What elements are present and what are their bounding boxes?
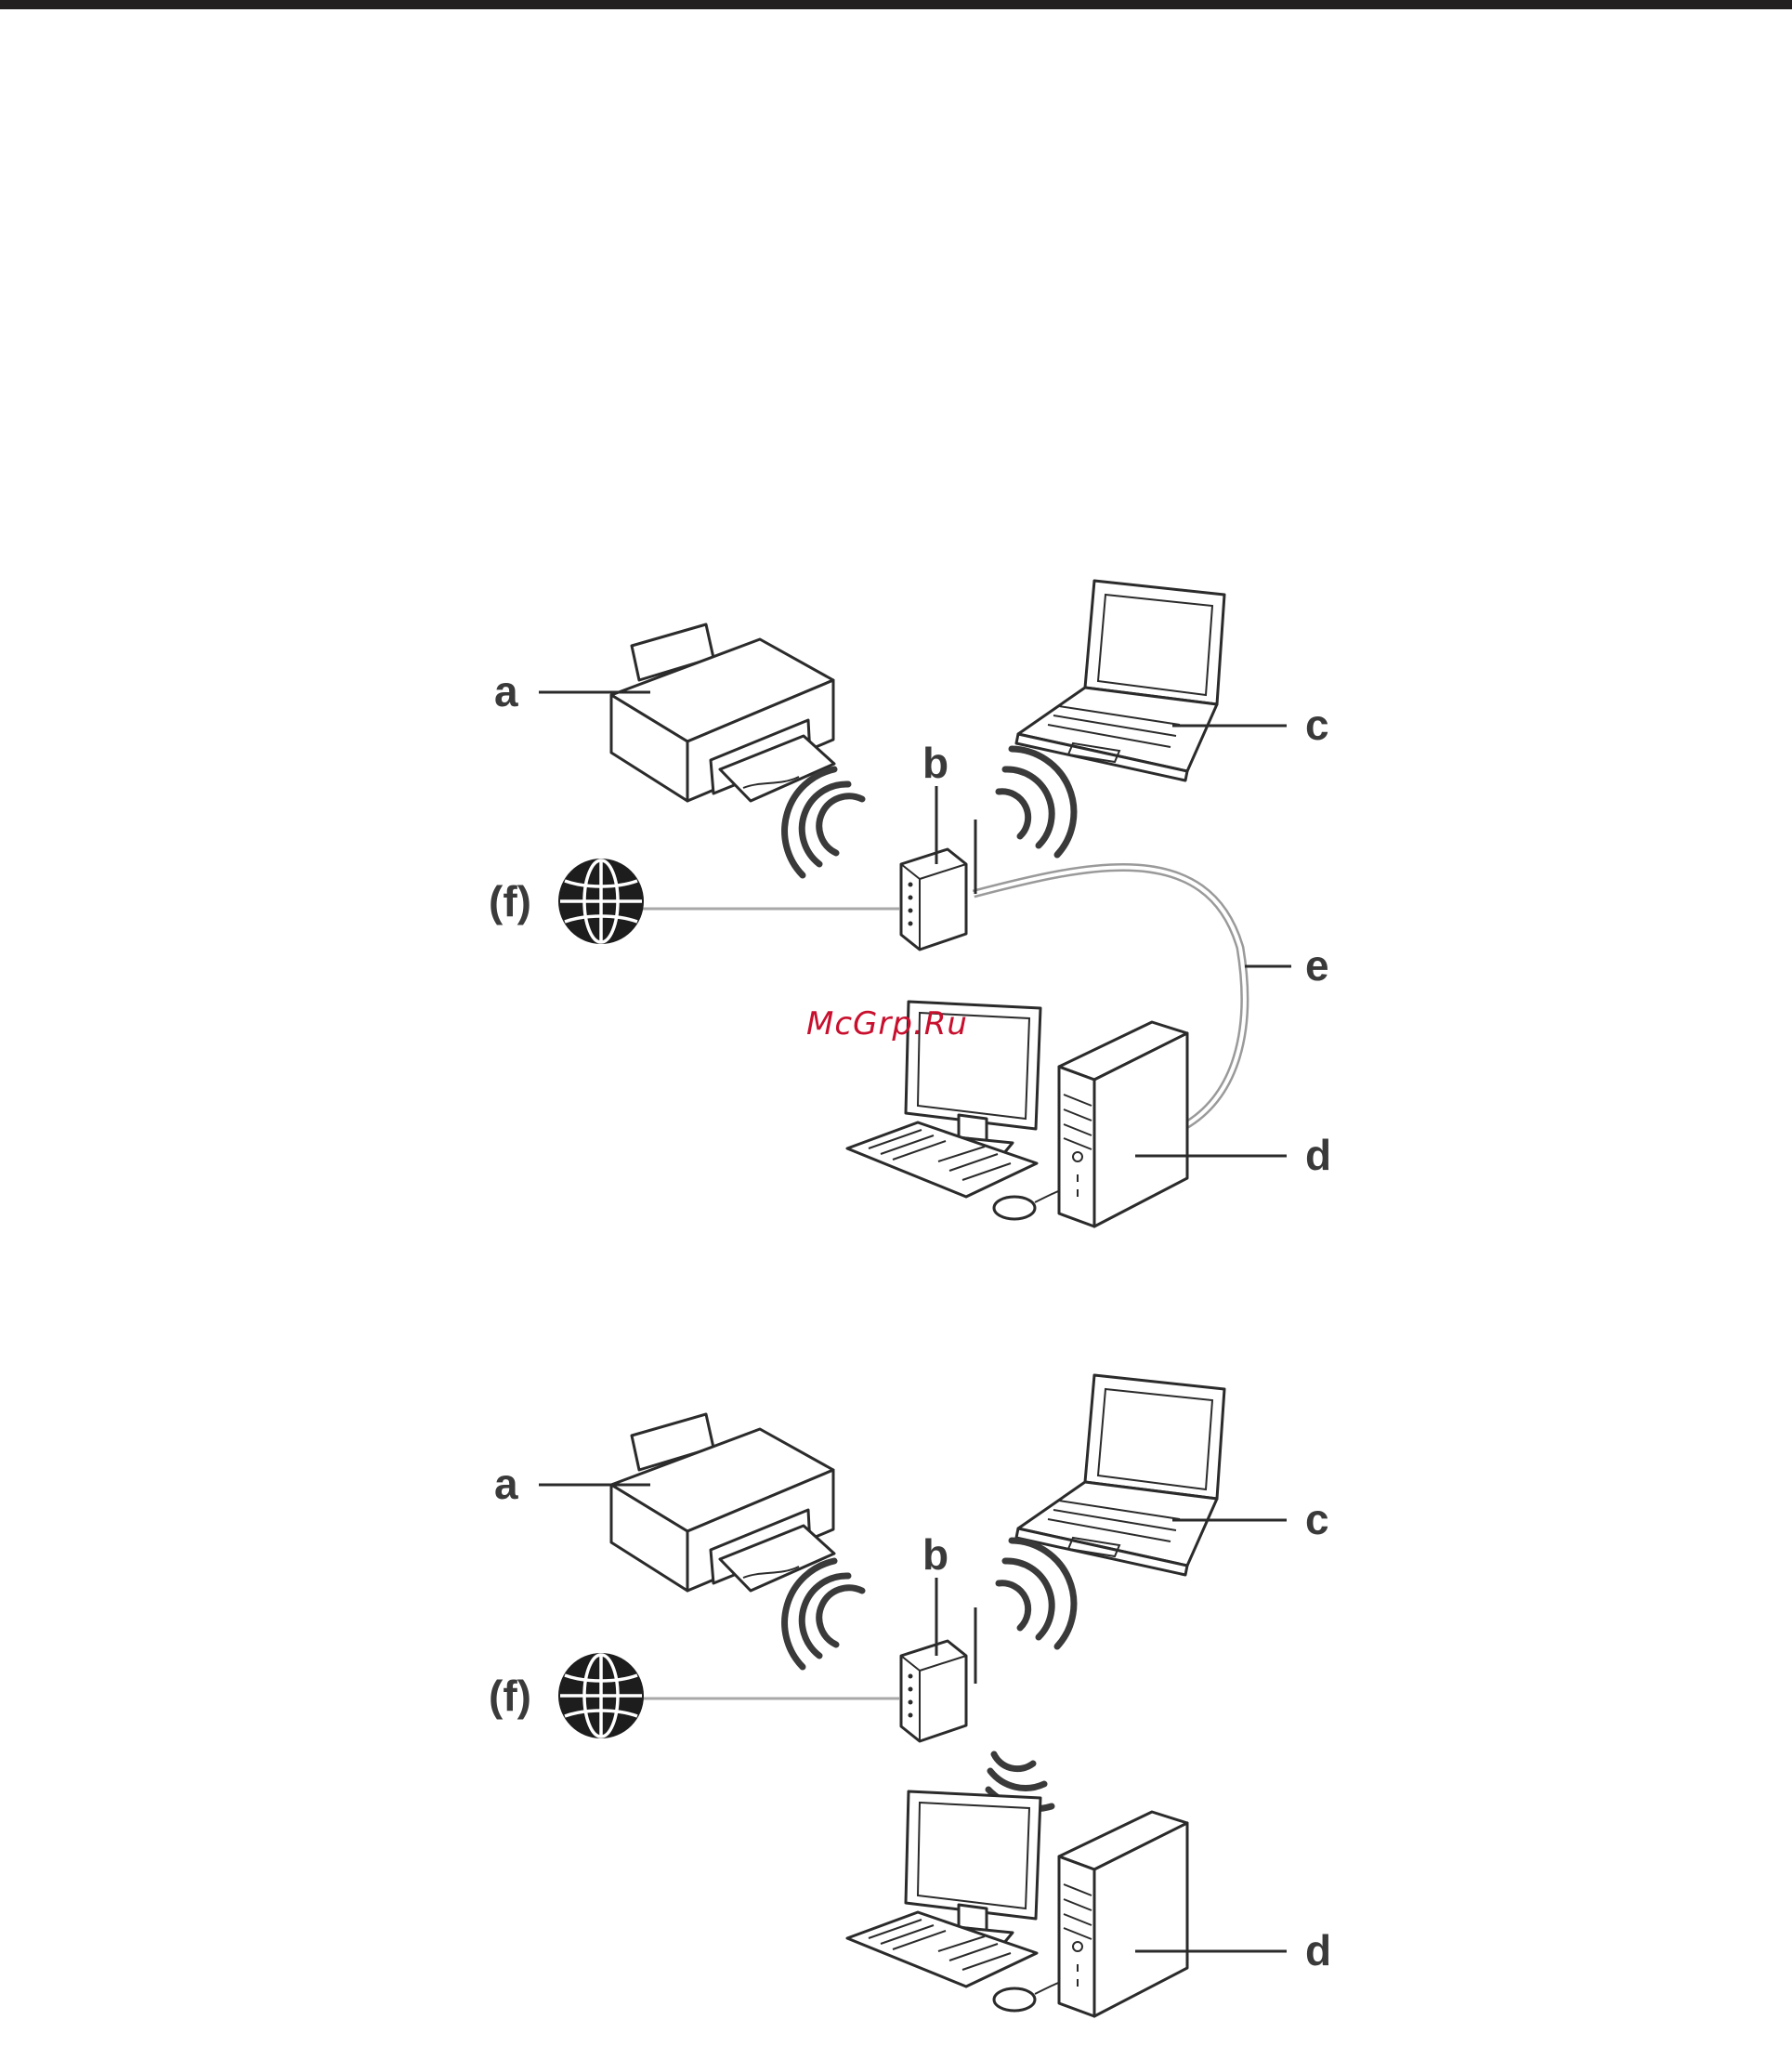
wifi-waves-icon (785, 1561, 862, 1667)
label-access-point: b (922, 1530, 948, 1579)
printer-icon (611, 1414, 834, 1591)
label-printer: a (494, 1460, 518, 1508)
access-point-icon (901, 1607, 975, 1741)
label-desktop: d (1305, 1926, 1331, 1974)
globe-icon (558, 859, 644, 944)
label-cable: e (1305, 941, 1329, 990)
globe-icon (558, 1653, 644, 1738)
wifi-waves-icon (999, 749, 1074, 855)
label-laptop: c (1305, 1495, 1329, 1543)
label-internet: (f) (489, 1672, 531, 1720)
access-point-icon (901, 820, 975, 950)
label-access-point: b (922, 739, 948, 787)
desktop-computer-icon (847, 1791, 1187, 2016)
diagram-wireless-computer: a c b (0, 1357, 1792, 2046)
laptop-icon (1016, 581, 1224, 780)
label-internet: (f) (489, 877, 531, 925)
wifi-waves-icon (785, 769, 862, 875)
watermark: McGrp.Ru (806, 1005, 968, 1043)
wifi-waves-icon (999, 1541, 1074, 1646)
laptop-icon (1016, 1375, 1224, 1575)
top-rule (0, 0, 1792, 9)
diagram-wired-computer: a c b (f) e (0, 557, 1792, 1245)
label-printer: a (494, 667, 518, 715)
label-laptop: c (1305, 701, 1329, 749)
printer-icon (611, 624, 834, 801)
label-desktop: d (1305, 1131, 1331, 1179)
